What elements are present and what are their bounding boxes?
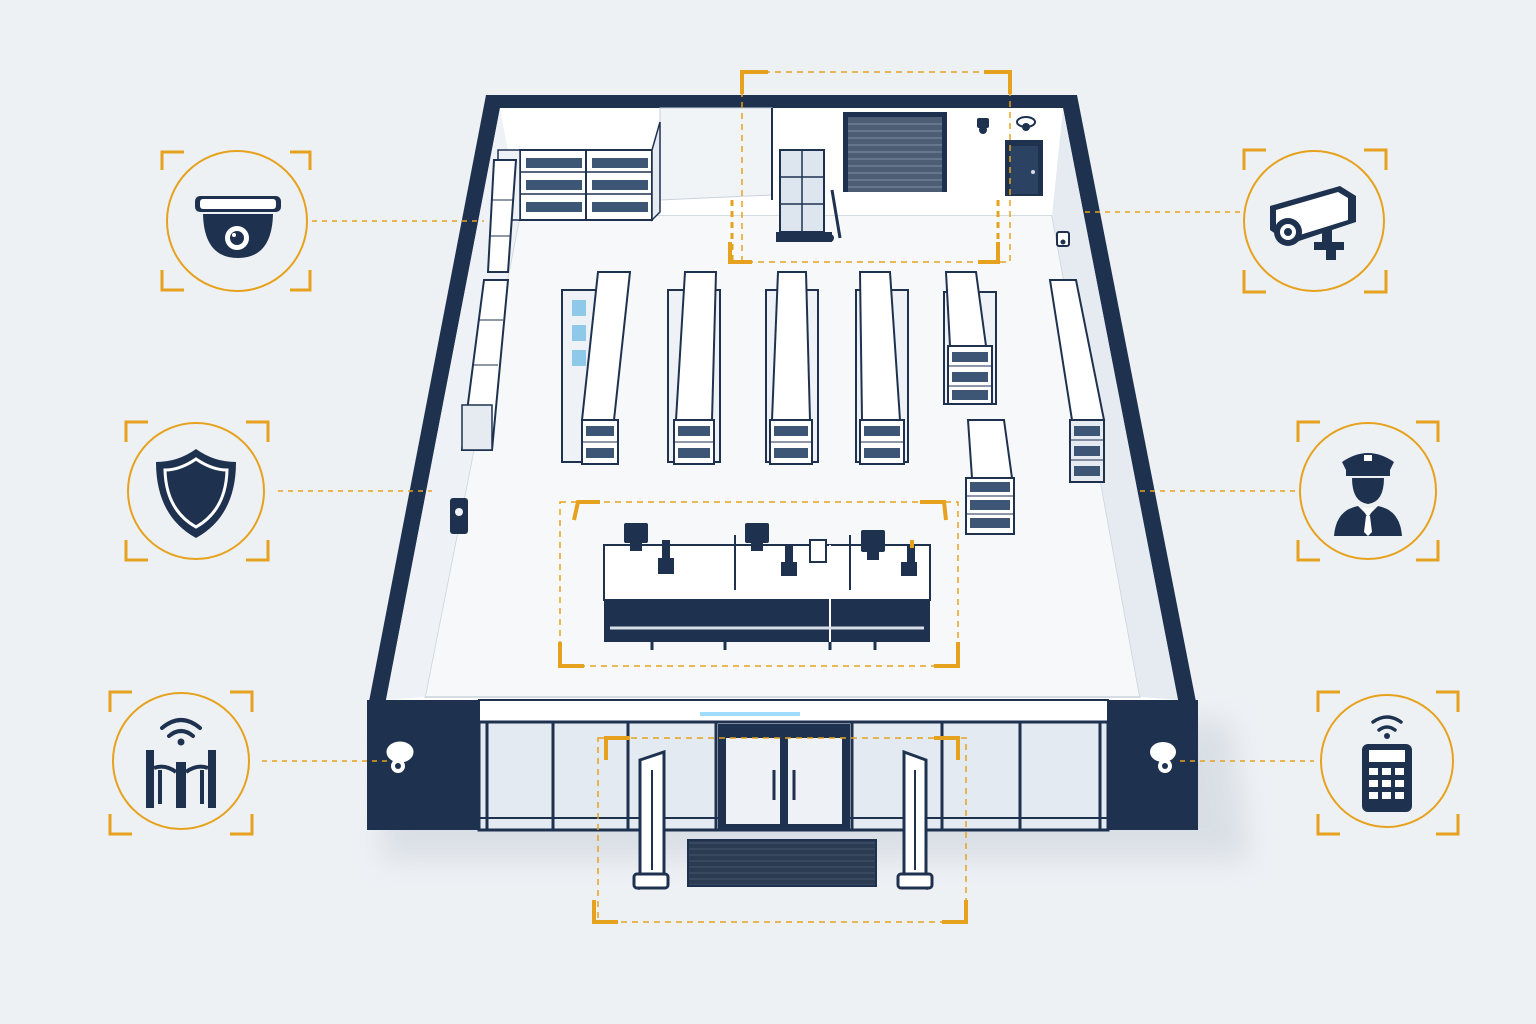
right-wall-face [1052, 108, 1178, 700]
aisle-5-gondola [943, 271, 997, 405]
right-wall-shelving [1048, 279, 1106, 483]
eas-gates-callout [108, 690, 254, 836]
security-guard-icon [1334, 453, 1402, 536]
bullet-camera-icon [1270, 186, 1356, 260]
front-right-pillar [1108, 700, 1198, 830]
access-keypad-callout [1316, 690, 1460, 836]
aisle-shelving [561, 271, 1015, 535]
dome-camera-icon [195, 196, 281, 258]
back-office-door [1005, 140, 1043, 196]
pos-terminal-3 [861, 530, 917, 576]
feature-callouts [108, 148, 1460, 836]
pallet-jack-with-boxes [776, 149, 842, 242]
aisle-4-gondola [855, 271, 909, 465]
aisle-1-gondola [561, 271, 632, 465]
ceiling-dome-camera [1016, 116, 1036, 131]
roll-up-door [843, 112, 947, 192]
aisle-2-gondola [667, 271, 721, 465]
aisle-3-gondola [765, 271, 819, 465]
endcap-display [965, 419, 1015, 535]
left-wall-shelf-upper [486, 159, 518, 273]
callout-connectors [262, 211, 1314, 762]
stockroom-zone [728, 70, 1012, 264]
entrance-mat [687, 839, 877, 887]
security-shield-callout [124, 420, 270, 562]
front-right-camera [1150, 742, 1176, 773]
pos-terminal-2 [745, 523, 827, 576]
entrance-double-doors [718, 724, 850, 830]
dome-camera-callout [160, 150, 312, 292]
eas-gate-left [632, 749, 670, 891]
checkout-zone [558, 500, 960, 668]
back-wall-camera [977, 118, 989, 134]
pos-terminal-1 [624, 523, 674, 574]
front-left-camera [386, 741, 414, 773]
entrance-zone [592, 736, 968, 924]
bullet-camera-callout [1242, 148, 1388, 294]
stockroom-partition [659, 107, 773, 201]
front-left-pillar [367, 700, 479, 830]
storefront [367, 699, 1198, 832]
left-wall-shelf-lower [460, 279, 510, 451]
right-wall-camera [1056, 231, 1070, 247]
eas-gate-right [896, 749, 934, 891]
shield-icon [156, 449, 236, 538]
security-guard-callout [1296, 420, 1440, 562]
keypad-icon [1362, 715, 1412, 812]
eas-gate-icon [146, 718, 216, 808]
entrance-light-strip [700, 712, 800, 716]
left-wall-camera [450, 498, 468, 534]
left-wall-face [386, 108, 520, 700]
checkout-counter [603, 523, 931, 650]
